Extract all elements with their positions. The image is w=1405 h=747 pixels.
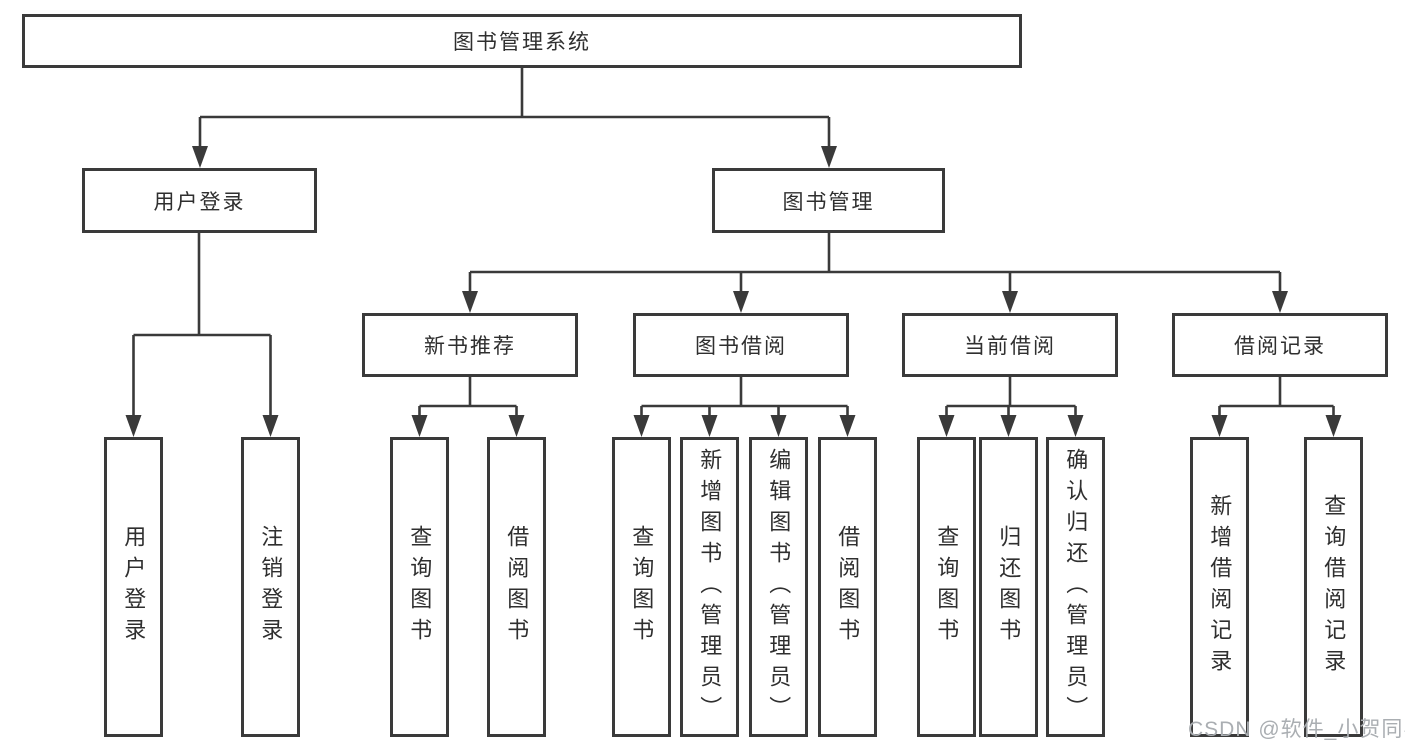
leaf-query-books-1: 查询图书 [390, 437, 449, 737]
node-book-management-label: 图书管理 [782, 190, 875, 214]
node-current-borrow: 当前借阅 [902, 313, 1118, 377]
leaf-query-books-2: 查询图书 [612, 437, 671, 737]
leaf-add-book-admin: 新增图书（管理员） [680, 437, 739, 737]
leaf-confirm-return-admin-label: 确认归还（管理员） [1063, 447, 1089, 727]
connector-current-borrow-children [938, 377, 1084, 437]
node-root-label: 图书管理系统 [453, 31, 591, 54]
leaf-edit-book-admin-label: 编辑图书（管理员） [766, 447, 792, 727]
connector-book-borrow-children [633, 377, 856, 437]
leaf-query-books-1-label: 查询图书 [407, 525, 433, 649]
leaf-user-login-label: 用户登录 [121, 525, 147, 649]
connector-user-login-children [125, 233, 279, 437]
leaf-query-books-3: 查询图书 [917, 437, 976, 737]
connector-borrow-records-children [1211, 377, 1342, 437]
leaf-query-borrow-record: 查询借阅记录 [1304, 437, 1363, 737]
leaf-add-borrow-record: 新增借阅记录 [1190, 437, 1249, 737]
leaf-borrow-books-1-label: 借阅图书 [504, 525, 530, 649]
connector-root-to-level2 [192, 68, 837, 168]
node-user-login-label: 用户登录 [153, 190, 246, 214]
leaf-logout: 注销登录 [241, 437, 300, 737]
leaf-query-borrow-record-label: 查询借阅记录 [1321, 494, 1347, 680]
node-current-borrow-label: 当前借阅 [964, 335, 1056, 358]
node-root: 图书管理系统 [22, 14, 1022, 68]
leaf-return-book: 归还图书 [979, 437, 1038, 737]
node-book-management: 图书管理 [712, 168, 945, 233]
leaf-borrow-books-2-label: 借阅图书 [835, 525, 861, 649]
node-borrow-records-label: 借阅记录 [1234, 335, 1326, 358]
node-book-borrow-label: 图书借阅 [695, 335, 787, 358]
leaf-confirm-return-admin: 确认归还（管理员） [1046, 437, 1105, 737]
leaf-add-borrow-record-label: 新增借阅记录 [1207, 494, 1233, 680]
leaf-borrow-books-1: 借阅图书 [487, 437, 546, 737]
leaf-logout-label: 注销登录 [258, 525, 284, 649]
connector-new-book-children [411, 377, 525, 437]
node-book-borrow: 图书借阅 [633, 313, 849, 377]
node-borrow-records: 借阅记录 [1172, 313, 1388, 377]
leaf-borrow-books-2: 借阅图书 [818, 437, 877, 737]
leaf-query-books-3-label: 查询图书 [934, 525, 960, 649]
node-new-book-recommend: 新书推荐 [362, 313, 578, 377]
connector-book-mgmt-to-level3 [462, 233, 1288, 313]
leaf-return-book-label: 归还图书 [996, 525, 1022, 649]
watermark: CSDN @软件_小贺同学 [1188, 718, 1405, 741]
leaf-query-books-2-label: 查询图书 [629, 525, 655, 649]
leaf-user-login: 用户登录 [104, 437, 163, 737]
leaf-edit-book-admin: 编辑图书（管理员） [749, 437, 808, 737]
node-user-login: 用户登录 [82, 168, 317, 233]
node-new-book-recommend-label: 新书推荐 [424, 335, 516, 358]
leaf-add-book-admin-label: 新增图书（管理员） [697, 447, 723, 727]
